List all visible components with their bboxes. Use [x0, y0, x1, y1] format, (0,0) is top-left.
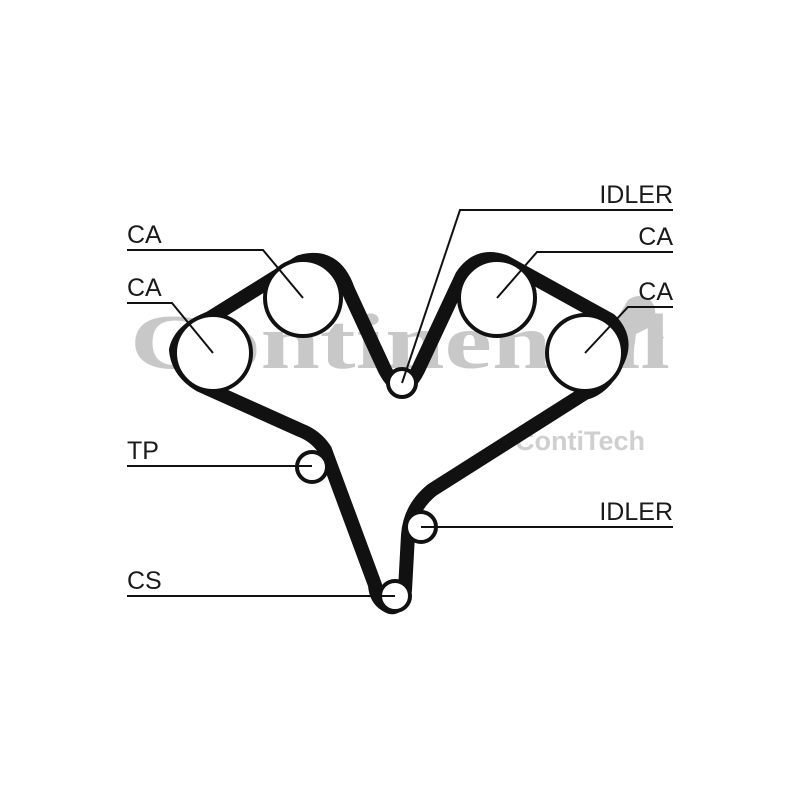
leader-ca-left-top: [127, 249, 304, 299]
leader-ca-right-top: [496, 251, 673, 299]
label-ca-right-bottom: CA: [638, 278, 673, 306]
leader-ca-right-bottom: [584, 306, 673, 354]
label-idler-bottom: IDLER: [599, 498, 673, 526]
label-ca-left-bottom: CA: [127, 274, 162, 302]
label-cs: CS: [127, 567, 162, 595]
label-ca-right-top: CA: [638, 223, 673, 251]
leader-ca-left-bottom: [127, 302, 214, 354]
leader-idler-top: [401, 209, 673, 384]
label-ca-left-top: CA: [127, 221, 162, 249]
leader-lines: [127, 209, 673, 597]
label-tp: TP: [127, 437, 159, 465]
component-labels: CA CA TP CS IDLER CA CA IDLER: [127, 181, 673, 595]
label-idler-top: IDLER: [599, 181, 673, 209]
